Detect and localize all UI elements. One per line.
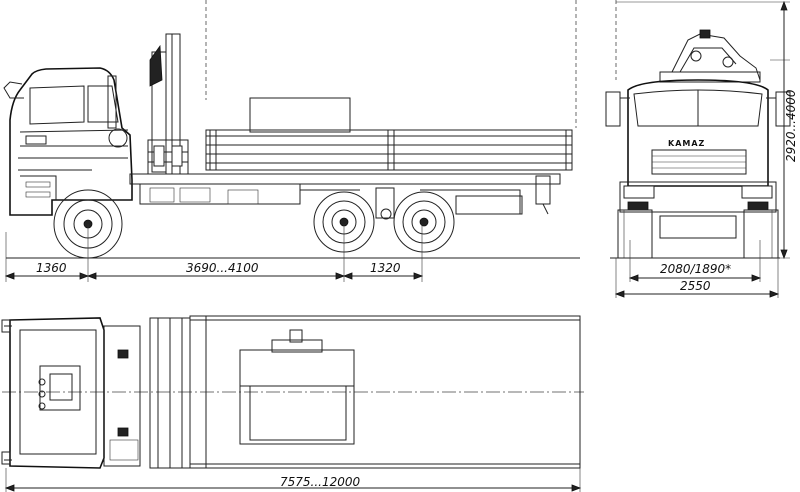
front-crane — [659, 29, 761, 83]
front-dimension-lines — [614, 240, 780, 298]
side-platform — [205, 97, 573, 171]
dim-total-height: 2920...4000 — [784, 89, 798, 162]
front-cab — [605, 79, 791, 187]
side-wheel-rear-2 — [393, 191, 455, 253]
top-view: 7575...12000 — [1, 315, 584, 492]
front-grille: KAMAZ — [651, 139, 747, 175]
dim-wheelbase: 3690...4100 — [186, 261, 259, 275]
front-view: 2920...4000 KAMAZ — [605, 0, 798, 298]
grille-logo: KAMAZ — [668, 139, 705, 148]
top-crane — [103, 317, 191, 469]
crane-envelope — [205, 0, 577, 128]
dim-overall-width: 2550 — [680, 279, 711, 293]
dim-overall-length: 7575...12000 — [280, 475, 361, 489]
dim-front-overhang: 1360 — [36, 261, 67, 275]
side-cab — [3, 67, 133, 216]
top-dimension-line — [4, 468, 582, 492]
front-wheels — [617, 209, 779, 259]
top-cab — [1, 317, 105, 469]
dim-track-width: 2080/1890* — [660, 262, 731, 276]
side-chassis — [129, 173, 561, 220]
dim-rear-axle-spacing: 1320 — [370, 261, 401, 275]
side-view: 1360 3690...4100 1320 — [3, 0, 580, 282]
top-platform — [189, 315, 581, 469]
side-crane — [147, 33, 189, 175]
side-dimension-line — [4, 224, 424, 282]
